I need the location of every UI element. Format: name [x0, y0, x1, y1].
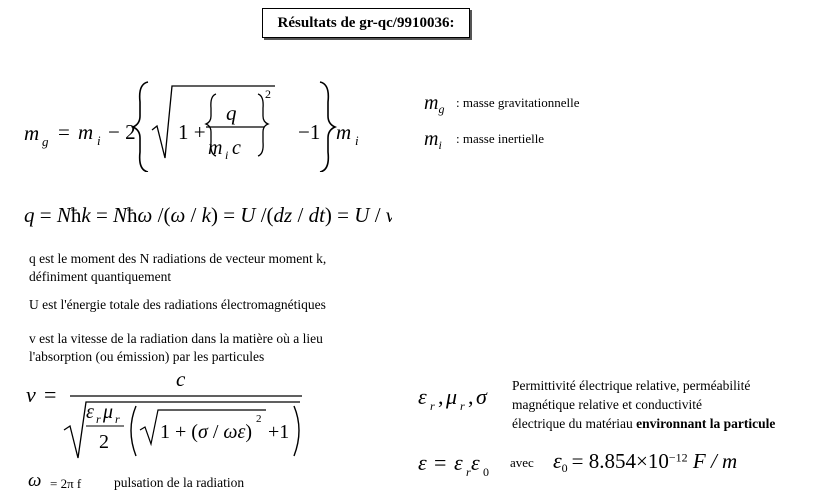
svg-text:r: r	[430, 399, 435, 413]
epsilon-product-equation: ε = ε r ε 0	[418, 450, 489, 479]
svg-text:i: i	[225, 148, 228, 162]
svg-text:− 2: − 2	[108, 120, 136, 144]
momentum-equation: q = Nħk = Nħω /(ω / k) = U /(dz / dt) = …	[24, 203, 392, 227]
svg-text:m: m	[78, 120, 93, 144]
svg-text:1 + (σ / ωε): 1 + (σ / ωε)	[160, 421, 252, 443]
q-description-line1: q est le moment des N radiations de vect…	[29, 251, 327, 266]
page-title: Résultats de gr-qc/9910036:	[262, 8, 470, 38]
material-description-line2: magnétique relative et conductivité	[512, 397, 703, 412]
omega-glyph: ω	[28, 470, 42, 491]
omega-symbol: ω	[28, 470, 41, 492]
svg-text:v: v	[26, 382, 36, 407]
velocity-equation: v = c ε r μ r 2 1 + (σ / ωε) 2 +1	[26, 367, 302, 459]
u-description: U est l'énergie totale des radiations él…	[29, 297, 326, 312]
avec-label: avec	[510, 455, 534, 470]
omega-description: pulsation de la radiation	[114, 475, 245, 490]
svg-text:,: ,	[468, 384, 474, 409]
mg-subscript: g	[438, 102, 445, 117]
legend-mi: mi	[424, 128, 442, 153]
v-description-line2: l'absorption (ou émission) par les parti…	[29, 349, 265, 364]
v-description-line1: v est la vitesse de la radiation dans la…	[29, 331, 323, 346]
svg-text:m: m	[336, 120, 351, 144]
svg-text:g: g	[42, 134, 49, 149]
svg-text:ε: ε	[418, 384, 427, 409]
svg-text:r: r	[115, 412, 120, 426]
svg-text:q: q	[226, 101, 237, 125]
material-description-line3: électrique du matériau environnant la pa…	[512, 415, 775, 433]
omega-formula: = 2π f	[50, 476, 82, 491]
mi-subscript: i	[438, 138, 442, 153]
svg-text:=: =	[58, 120, 70, 144]
svg-text:ε: ε	[471, 450, 480, 475]
svg-text:m: m	[208, 137, 222, 159]
q-description-line2: définiment quantiquement	[29, 269, 172, 284]
svg-text:+1: +1	[268, 421, 289, 443]
svg-text:μ: μ	[102, 401, 113, 423]
svg-text:ε: ε	[454, 450, 463, 475]
epsilon-zero-equation: ε0 = 8.854×10−12 F / m	[553, 448, 738, 476]
legend-mg-desc: : masse gravitationnelle	[456, 95, 580, 110]
svg-text:q = Nħk = Nħω /(ω / k) = U /(d: q = Nħk = Nħω /(ω / k) = U /(dz / dt) = …	[24, 203, 392, 227]
svg-text:=: =	[44, 382, 56, 407]
legend-mi-desc: : masse inertielle	[456, 131, 545, 146]
svg-text:ε: ε	[86, 401, 94, 423]
mi-symbol: m	[424, 128, 439, 150]
material-description-line1: Permittivité électrique relative, perméa…	[512, 378, 751, 393]
svg-text:σ: σ	[476, 384, 488, 409]
material-description-bold: environnant la particule	[636, 416, 776, 431]
svg-text:r: r	[460, 399, 465, 413]
material-description-plain: électrique du matériau	[512, 416, 637, 431]
svg-text:m: m	[24, 121, 39, 145]
svg-text:−1: −1	[298, 120, 320, 144]
svg-text:r: r	[466, 465, 471, 479]
svg-text:,: ,	[438, 384, 444, 409]
epsilon-zero-value: = 8.854×10	[571, 449, 669, 473]
gravitational-mass-equation: m g = m i − 2 1 + q m i c 2 −1 m i	[24, 81, 359, 172]
epsilon-zero-unit: F / m	[687, 449, 738, 473]
svg-text:c: c	[232, 137, 241, 159]
epsilon-zero-exponent: −12	[668, 450, 688, 465]
mg-symbol: m	[424, 92, 439, 114]
svg-text:ε: ε	[418, 450, 427, 475]
svg-text:μ: μ	[445, 384, 457, 409]
svg-text:r: r	[96, 412, 101, 426]
svg-text:i: i	[355, 133, 359, 148]
svg-text:i: i	[97, 133, 101, 148]
svg-text:2: 2	[265, 87, 271, 101]
material-symbols: ε r , μ r , σ	[418, 384, 488, 413]
svg-text:c: c	[176, 367, 186, 391]
svg-text:2: 2	[99, 431, 109, 453]
legend-mg: mg	[424, 92, 444, 117]
svg-text:1 +: 1 +	[178, 120, 206, 144]
svg-text:0: 0	[483, 465, 489, 479]
svg-text:2: 2	[256, 413, 262, 425]
svg-text:=: =	[434, 450, 446, 475]
